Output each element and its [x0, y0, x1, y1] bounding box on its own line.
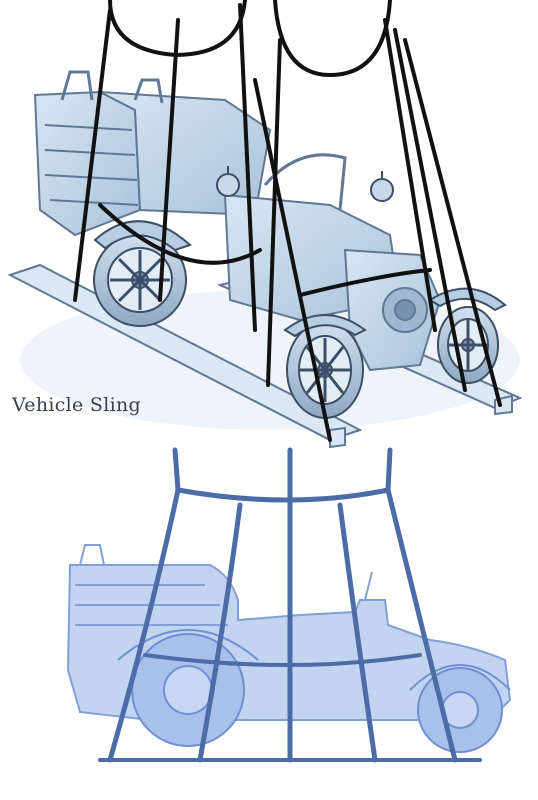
front-wheel-near — [286, 321, 364, 419]
ghost-fenders — [117, 629, 511, 691]
car-front-body — [223, 193, 442, 372]
front-wheel-far — [437, 306, 499, 384]
caption-vehicle-sling: Vehicle Sling — [12, 394, 142, 416]
car-rear-body — [33, 90, 272, 237]
ghost-car — [66, 544, 512, 721]
ghost-wheels — [131, 633, 503, 753]
seat-rails — [60, 70, 164, 104]
sling-straps — [73, 0, 502, 442]
vehicle-sling-perspective-illustration — [7, 0, 523, 449]
blue-sling-cage — [98, 447, 482, 763]
headlamps — [216, 166, 394, 202]
